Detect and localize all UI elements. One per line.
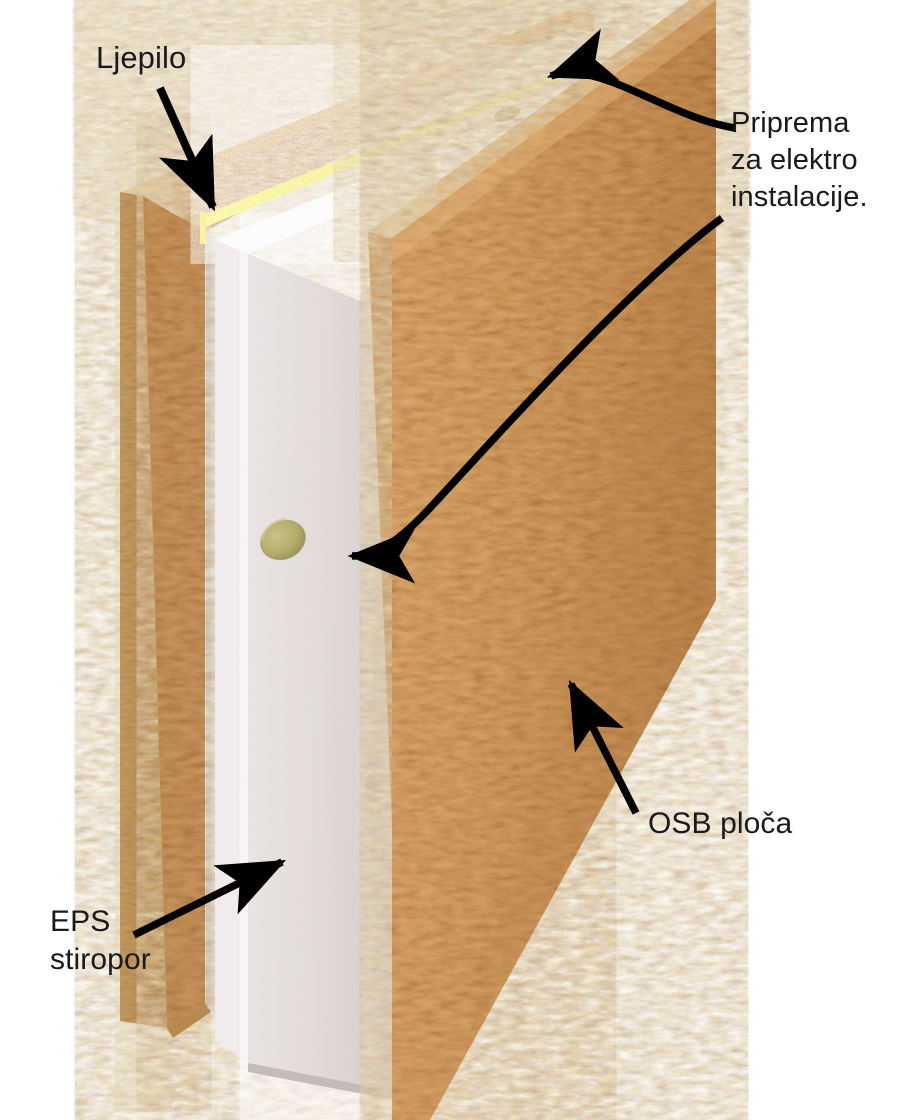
front-osb-board [368,0,716,1120]
electrical-top-arrow [546,28,736,132]
eps-front-face [215,240,248,1063]
glue-layer [200,57,597,244]
front-osb-face [392,0,716,1120]
label-ljepilo: Ljepilo [96,40,187,75]
electrical-front-arrow [347,214,725,584]
glue-bead-vertical [200,212,206,244]
label-eps-stiropor: EPS stiropor [50,905,151,977]
eps-bottom-edge [248,1063,410,1103]
eps-main-face [248,254,410,1094]
rear-osb-bottom-edge [167,1003,211,1038]
rear-osb-inner-face [143,196,205,1028]
eps-arrow [132,858,287,939]
glue-bead-top [201,57,597,227]
rear-osb-inner-strip [571,10,594,32]
osb-arrow [567,679,640,815]
label-osb-ploca: OSB ploča [648,807,793,840]
glue-arrow [156,86,217,212]
annotation-arrows [132,28,736,939]
rear-osb-top-edge [120,10,594,196]
front-osb-right-edge-shade [470,108,716,1035]
conduit-hole-front [260,517,306,561]
label-priprema-za-elektro-instalacije: Priprema za elektro instalacije. [731,107,868,214]
conduit-hole-top [493,106,521,122]
rear-osb-left-side [120,192,167,1028]
front-osb-top-highlight [392,0,716,262]
front-osb-top-edge [368,0,716,238]
